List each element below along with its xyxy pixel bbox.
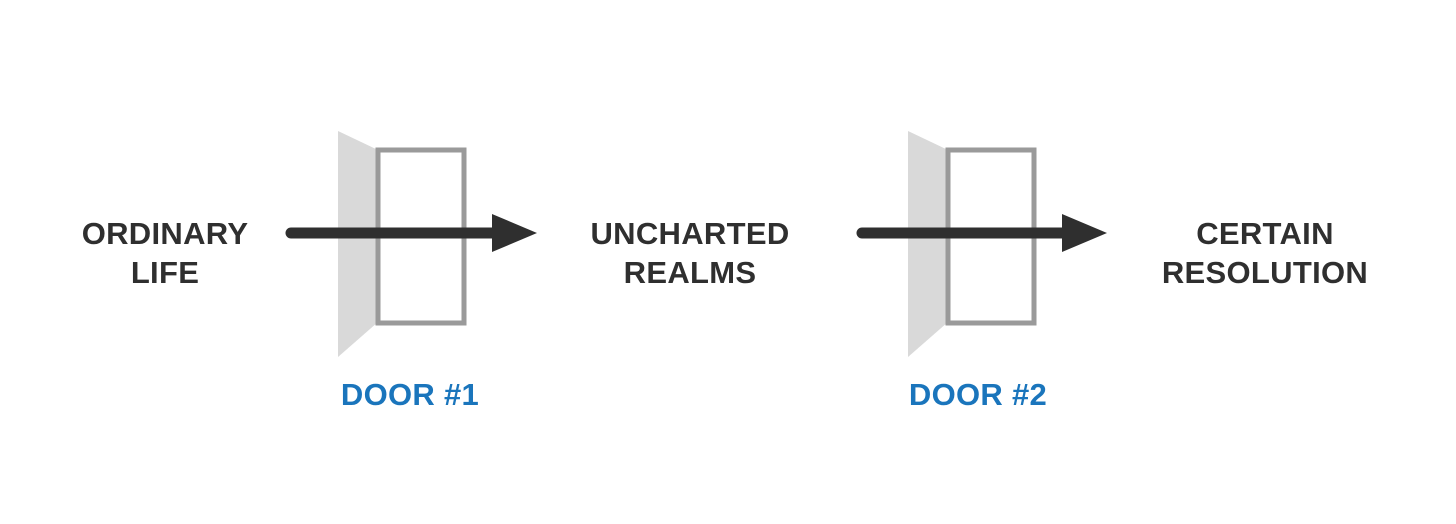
door-1-open-panel: [338, 131, 378, 357]
door-2-label: DOOR #2: [908, 377, 1048, 412]
stage-ordinary-life: ORDINARY LIFE: [45, 214, 285, 292]
door-2: [908, 131, 1037, 357]
stage-1-line-2: LIFE: [130, 255, 200, 290]
stage-uncharted-realms: UNCHARTED REALMS: [560, 214, 820, 292]
arrow-2-head: [1062, 214, 1107, 252]
stage-1-line-1: ORDINARY: [81, 216, 249, 251]
stage-2-line-1: UNCHARTED: [590, 216, 790, 251]
arrow-2: [856, 214, 1107, 252]
stage-3-line-1: CERTAIN: [1196, 216, 1334, 251]
stage-3-line-2: RESOLUTION: [1161, 255, 1369, 290]
stage-2-line-2: REALMS: [623, 255, 757, 290]
door-1-label: DOOR #1: [340, 377, 480, 412]
door-2-open-panel: [908, 131, 948, 357]
arrow-1-head: [492, 214, 537, 252]
door-1: [338, 131, 467, 357]
arrow-1: [285, 214, 537, 252]
stage-certain-resolution: CERTAIN RESOLUTION: [1135, 214, 1395, 292]
